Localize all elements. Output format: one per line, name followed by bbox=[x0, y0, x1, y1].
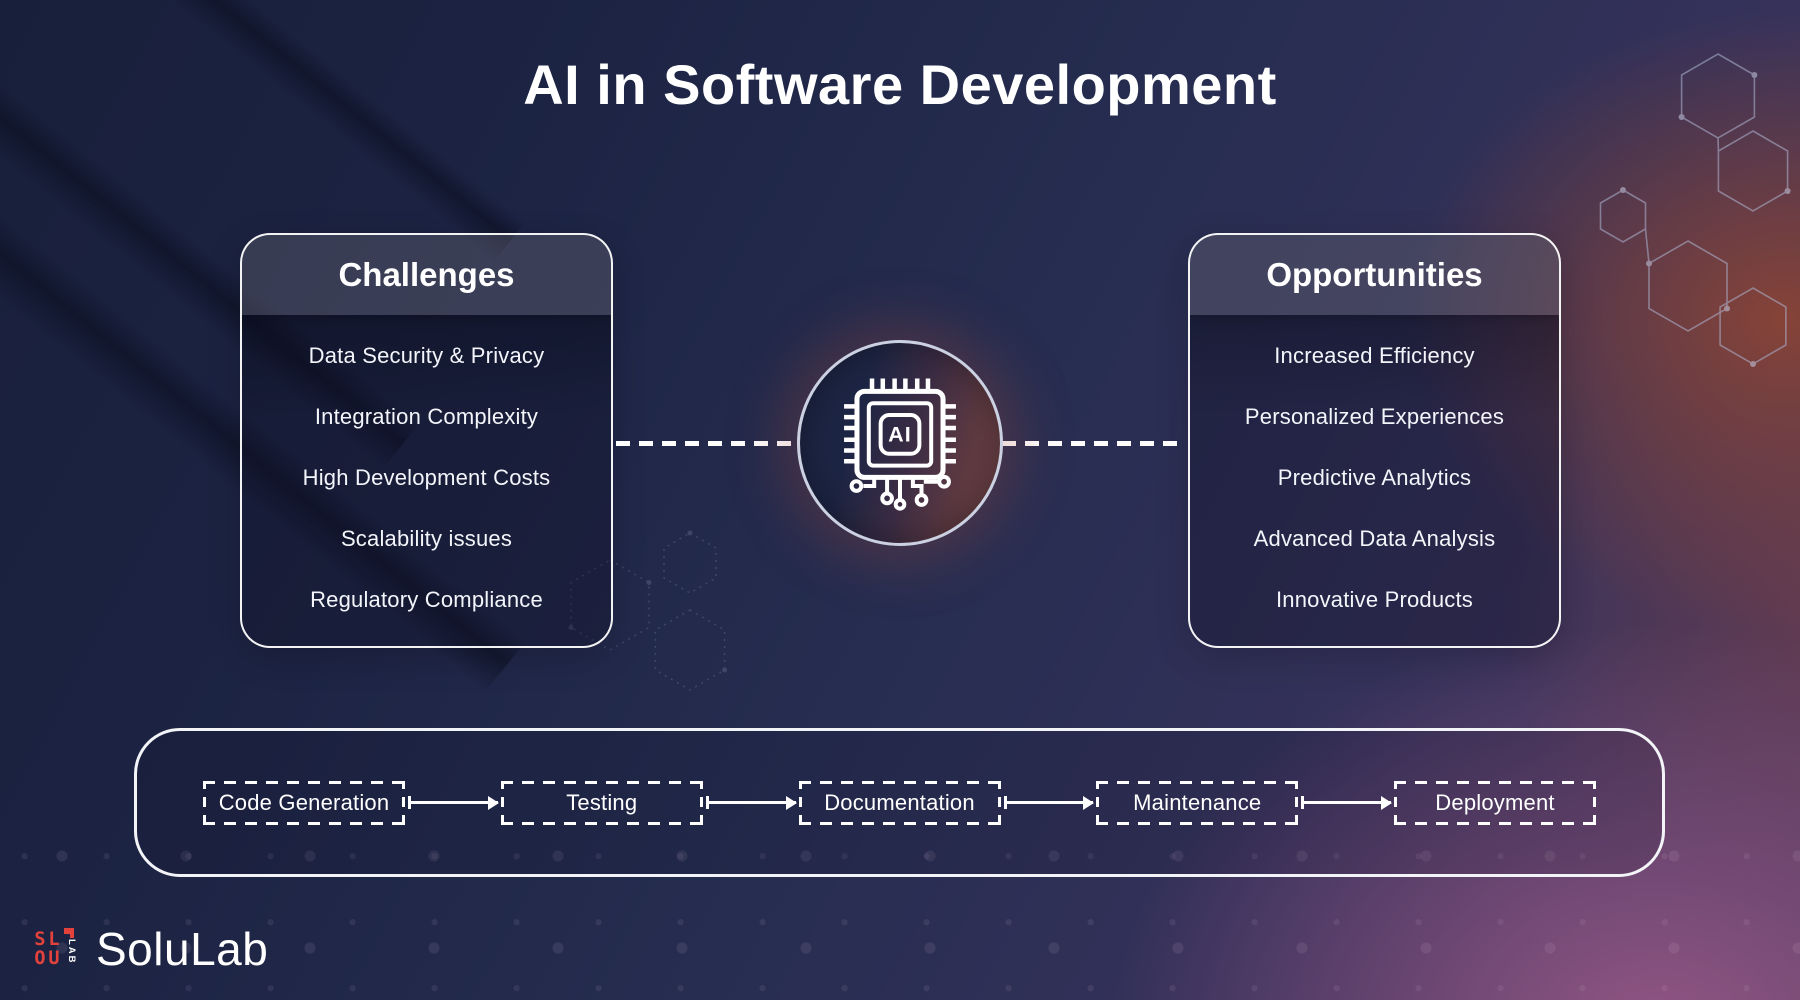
pipeline-step-label: Maintenance bbox=[1133, 789, 1262, 815]
mark-lab-text: LAB bbox=[66, 939, 77, 965]
dashed-connector-left bbox=[616, 441, 798, 446]
mark-letter: S bbox=[34, 929, 46, 950]
page-title: AI in Software Development bbox=[523, 53, 1277, 116]
opportunities-header: Opportunities bbox=[1190, 235, 1559, 315]
solulab-logo: S L O U LAB SoluLab bbox=[33, 922, 268, 976]
pipeline-step-label: Deployment bbox=[1435, 789, 1555, 815]
arrow-right-icon bbox=[408, 795, 499, 810]
mark-letter: O bbox=[34, 948, 46, 969]
opportunity-item: Personalized Experiences bbox=[1244, 403, 1505, 429]
challenge-item: High Development Costs bbox=[302, 464, 551, 490]
mark-letter: L bbox=[48, 929, 60, 950]
challenge-item: Data Security & Privacy bbox=[308, 342, 545, 368]
ai-chip-icon: AI bbox=[835, 372, 965, 514]
opportunity-item: Increased Efficiency bbox=[1274, 342, 1475, 368]
challenges-list: Data Security & Privacy Integration Comp… bbox=[242, 315, 611, 646]
opportunities-list: Increased Efficiency Personalized Experi… bbox=[1190, 315, 1559, 646]
arrow-right-icon bbox=[705, 795, 797, 810]
challenges-card: Challenges Data Security & Privacy Integ… bbox=[240, 233, 613, 648]
opportunity-item: Predictive Analytics bbox=[1277, 464, 1472, 490]
ai-chip-label: AI bbox=[888, 422, 912, 446]
challenge-item: Integration Complexity bbox=[314, 403, 539, 429]
pipeline-step-label: Documentation bbox=[824, 789, 975, 815]
pipeline-step-maintenance: Maintenance bbox=[1096, 780, 1299, 825]
opportunities-title: Opportunities bbox=[1266, 256, 1483, 293]
pipeline-step-documentation: Documentation bbox=[798, 780, 1001, 825]
solulab-logo-text: SoluLab bbox=[96, 923, 269, 975]
dashed-connector-right bbox=[1002, 441, 1184, 446]
arrow-right-icon bbox=[1003, 795, 1094, 810]
challenges-title: Challenges bbox=[338, 256, 515, 293]
pipeline-step-testing: Testing bbox=[500, 780, 703, 825]
pipeline-step-label: Testing bbox=[566, 789, 638, 815]
challenge-item: Regulatory Compliance bbox=[310, 586, 543, 612]
solulab-mark-letters: S L O U bbox=[33, 930, 81, 968]
challenge-item: Scalability issues bbox=[340, 525, 513, 551]
opportunity-item: Advanced Data Analysis bbox=[1253, 525, 1496, 551]
pipeline-step-deployment: Deployment bbox=[1394, 780, 1596, 825]
ai-chip-badge: AI bbox=[797, 340, 1003, 546]
diagonal-streak-decoration bbox=[58, 0, 526, 262]
opportunity-item: Innovative Products bbox=[1275, 586, 1474, 612]
pipeline-step-code-generation: Code Generation bbox=[203, 780, 405, 825]
arrow-right-icon bbox=[1301, 795, 1392, 810]
pipeline-container: Code Generation Testing Documentation Ma… bbox=[134, 728, 1665, 877]
solulab-logo-mark: S L O U LAB bbox=[33, 925, 81, 973]
opportunities-card: Opportunities Increased Efficiency Perso… bbox=[1188, 233, 1561, 648]
pipeline-step-label: Code Generation bbox=[218, 789, 390, 815]
mark-corner-pixel bbox=[64, 928, 74, 938]
challenges-header: Challenges bbox=[242, 235, 611, 315]
mark-letter: U bbox=[48, 948, 60, 969]
